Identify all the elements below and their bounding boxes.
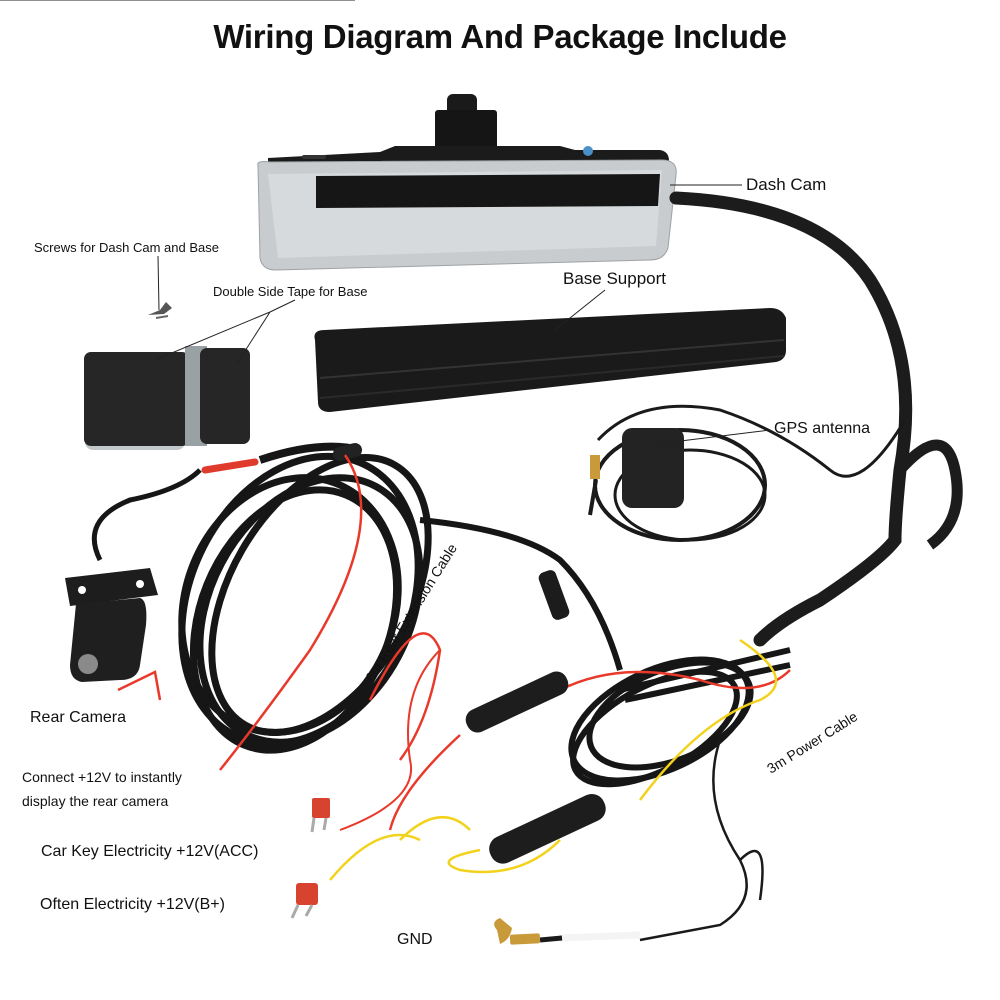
label-connect-12v-line2: display the rear camera [22,793,169,809]
base-support-icon [314,308,786,412]
callout-lines: =620" x2="315" y2="600"/> [0,0,771,445]
rear-extension-cable-coil [178,452,432,754]
label-gps-antenna: GPS antenna [774,420,871,437]
label-gnd: GND [397,931,433,948]
label-rear-camera: Rear Camera [30,709,127,726]
gnd-terminal-icon [494,918,541,945]
label-dash-cam: Dash Cam [746,175,827,194]
label-screws: Screws for Dash Cam and Base [34,240,219,255]
acc-fuse-icon [310,798,330,833]
dash-cam-cable [669,191,913,647]
screws-icon [148,302,172,319]
rear-camera-icon [65,468,202,682]
diagram-title: Wiring Diagram And Package Include [213,18,787,55]
label-bplus: Often Electricity +12V(B+) [40,896,225,913]
bplus-fuse-icon [290,883,318,919]
gps-antenna-icon [588,404,907,542]
label-base-support: Base Support [563,269,667,288]
label-connect-12v-line1: Connect +12V to instantly [22,769,182,785]
dash-cam-icon [257,94,677,271]
power-cable-coil [568,647,791,788]
label-double-side-tape: Double Side Tape for Base [213,284,368,299]
double-side-tape-icon [84,346,250,450]
label-acc: Car Key Electricity +12V(ACC) [41,843,259,860]
